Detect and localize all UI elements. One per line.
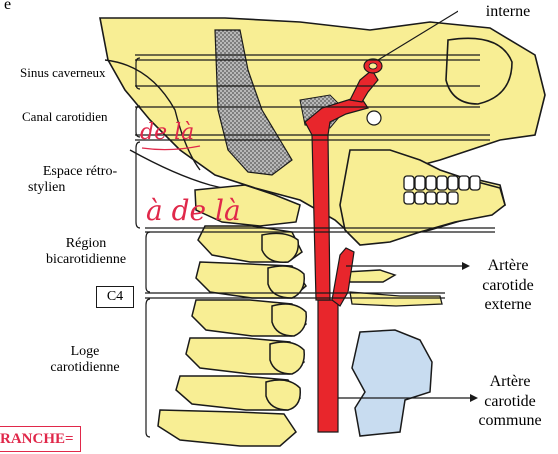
label-ext-line1: Artère xyxy=(487,257,529,274)
teeth xyxy=(403,175,481,205)
top-left-fragment: e xyxy=(4,0,12,13)
label-comm-line2: carotide xyxy=(484,392,536,410)
label-region-bicarotidienne: Région bicarotidienne xyxy=(28,236,144,268)
label-canal-carotidien: Canal carotidien xyxy=(22,109,108,124)
level-lines xyxy=(135,54,495,299)
foramen-circle xyxy=(366,110,382,126)
common-carotid xyxy=(317,299,339,433)
handwriting-de-la: de là xyxy=(140,120,195,145)
arteries xyxy=(304,58,383,433)
cranial-fossa xyxy=(104,59,201,171)
label-espace-retrostylien-line2: stylien xyxy=(28,180,66,196)
comm-arrowhead xyxy=(470,394,478,402)
label-c4-box: C4 xyxy=(96,286,134,308)
label-sinus-caverneux: Sinus caverneux xyxy=(20,65,106,80)
label-comm-line3: commune xyxy=(478,412,542,430)
cervical-spine xyxy=(157,184,308,447)
branche-box: RANCHE= xyxy=(0,426,81,452)
intrapetrous-segment xyxy=(304,95,369,136)
brackets xyxy=(135,57,151,438)
hyoid-bone xyxy=(343,269,397,283)
ink-stroke-1 xyxy=(141,145,201,151)
label-loge-carotidienne: Loge carotidienne xyxy=(30,344,140,376)
thyroid-horn xyxy=(349,291,443,307)
label-artere-carotide-externe: Artère carotide externe xyxy=(462,256,554,315)
petrous-region xyxy=(214,29,293,176)
external-carotid xyxy=(331,247,355,307)
label-interne: interne xyxy=(458,0,558,24)
label-region-line2: bicarotidienne xyxy=(45,252,127,268)
siphon-lumen xyxy=(368,62,378,70)
label-region-line1: Région xyxy=(65,236,107,251)
label-artere-carotide-commune: Artère carotide commune xyxy=(464,372,556,431)
label-espace-retrostylien: Espace rétro- stylien xyxy=(26,164,134,196)
internal-carotid xyxy=(311,134,331,301)
label-loge-line1: Loge xyxy=(70,344,100,359)
label-ext-line2: carotide xyxy=(482,276,534,294)
label-espace-retrostylien-line1: Espace rétro- xyxy=(42,164,118,179)
label-ext-line3: externe xyxy=(484,296,532,314)
handwriting-a-de-la: à de là xyxy=(146,194,241,227)
label-comm-line1: Artère xyxy=(489,373,531,390)
leader-lines xyxy=(338,9,475,399)
hyoid-cartilage xyxy=(351,329,433,437)
ext-arrowhead xyxy=(462,262,470,270)
label-loge-line2: carotidienne xyxy=(50,360,120,376)
